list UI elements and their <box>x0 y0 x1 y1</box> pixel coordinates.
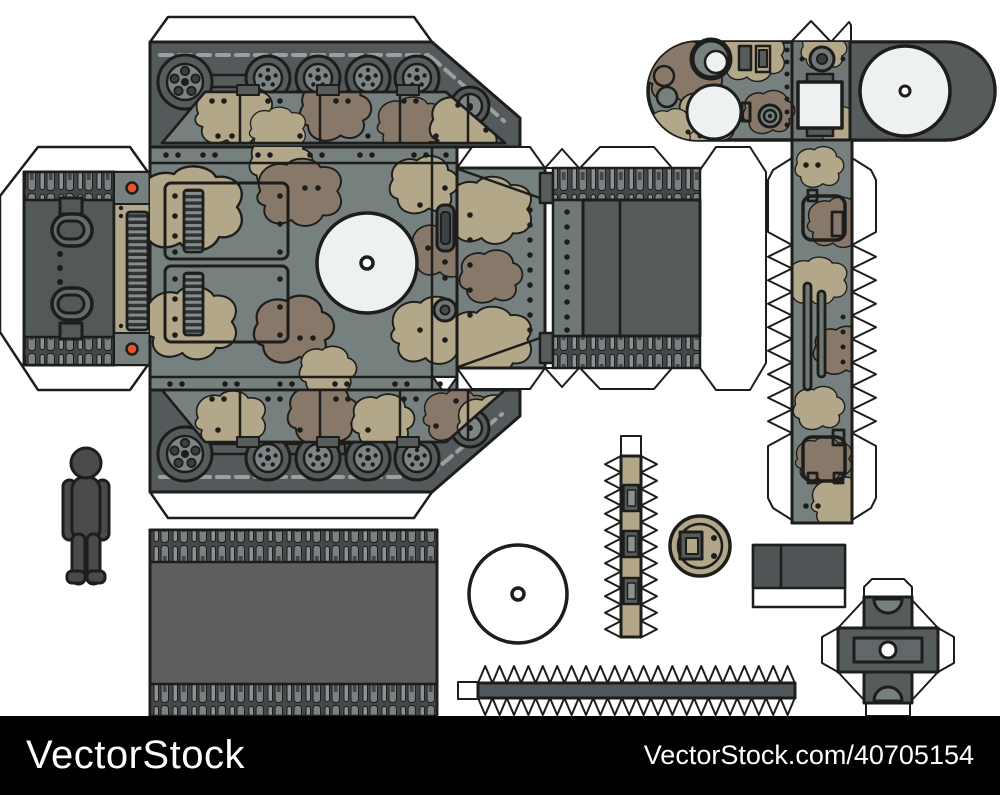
hull-bottom-side-band <box>148 388 522 520</box>
mantlet-cross-piece <box>821 578 955 716</box>
turret-ring-strip-piece <box>767 138 877 525</box>
hull-side-flap <box>455 146 767 391</box>
hull-face <box>148 145 459 395</box>
papercraft-tank-template <box>0 15 997 716</box>
hatch-disc-piece <box>668 514 732 578</box>
track-base-piece <box>148 528 439 716</box>
hull-box-piece <box>751 543 847 609</box>
hull-template <box>0 15 767 520</box>
gun-barrel-piece <box>457 665 797 716</box>
watermark-url: VectorStock.com/40705154 <box>643 740 974 770</box>
turret-top-piece <box>646 20 997 162</box>
watermark-logo: VectorStock <box>26 733 245 777</box>
scale-figure <box>61 446 111 586</box>
idler-disc-piece <box>467 543 569 645</box>
periscope-strip-piece <box>604 435 658 639</box>
hull-top-side-band <box>148 15 522 149</box>
hull-rear-panel <box>0 145 152 392</box>
watermark-bar: VectorStock VectorStock.com/40705154 <box>0 716 1000 795</box>
